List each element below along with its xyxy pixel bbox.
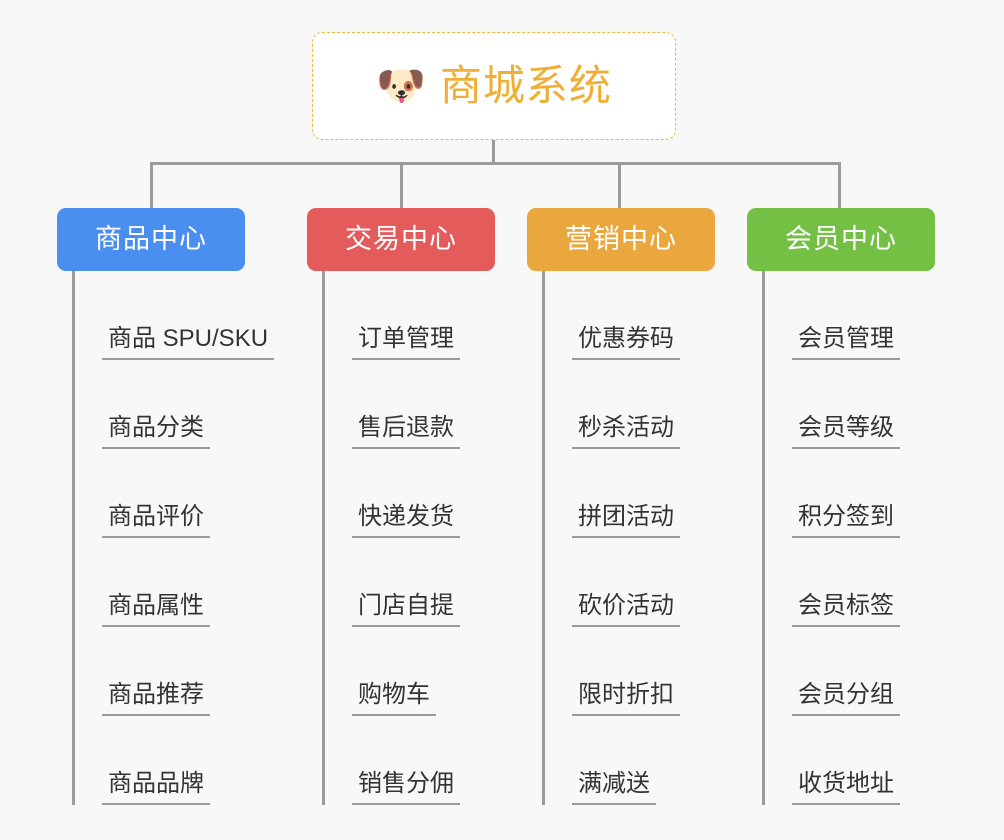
leaf-item[interactable]: 拼团活动: [542, 449, 715, 538]
category-header-label: 交易中心: [345, 224, 457, 254]
leaf-item-label: 收货地址: [798, 769, 894, 797]
leaf-item-label: 会员等级: [798, 413, 894, 441]
leaf-item[interactable]: 会员等级: [762, 360, 935, 449]
leaf-item[interactable]: 门店自提: [322, 538, 495, 627]
leaf-item[interactable]: 会员分组: [762, 627, 935, 716]
connector-drop-3: [618, 162, 621, 208]
category-header-trade-center[interactable]: 交易中心: [307, 208, 495, 271]
connector-horizontal-bar: [150, 162, 840, 165]
leaf-item[interactable]: 限时折扣: [542, 627, 715, 716]
leaf-item-label: 会员分组: [798, 680, 894, 708]
category-header-product-center[interactable]: 商品中心: [57, 208, 245, 271]
branch-column-marketing-center: 营销中心 优惠券码 秒杀活动 拼团活动 砍价活动 限时折扣 满减送: [527, 208, 715, 805]
leaf-item-label: 限时折扣: [578, 680, 674, 708]
leaf-item-label: 积分签到: [798, 502, 894, 530]
leaf-group-trade-center: 订单管理 售后退款 快递发货 门店自提 购物车 销售分佣: [322, 271, 495, 805]
leaf-item[interactable]: 快递发货: [322, 449, 495, 538]
leaf-item[interactable]: 销售分佣: [322, 716, 495, 805]
leaf-item-label: 门店自提: [358, 591, 454, 619]
connector-spine: [542, 271, 545, 805]
leaf-item[interactable]: 会员管理: [762, 271, 935, 360]
leaf-item-label: 商品品牌: [108, 769, 204, 797]
leaf-item[interactable]: 商品推荐: [72, 627, 245, 716]
leaf-item[interactable]: 砍价活动: [542, 538, 715, 627]
leaf-item[interactable]: 订单管理: [322, 271, 495, 360]
connector-spine: [322, 271, 325, 805]
branch-column-trade-center: 交易中心 订单管理 售后退款 快递发货 门店自提 购物车 销售分佣: [307, 208, 495, 805]
category-header-label: 营销中心: [565, 224, 677, 254]
connector-drop-2: [400, 162, 403, 208]
leaf-item-label: 商品 SPU/SKU: [108, 324, 269, 352]
leaf-item[interactable]: 收货地址: [762, 716, 935, 805]
leaf-item[interactable]: 积分签到: [762, 449, 935, 538]
leaf-group-marketing-center: 优惠券码 秒杀活动 拼团活动 砍价活动 限时折扣 满减送: [542, 271, 715, 805]
leaf-item[interactable]: 商品 SPU/SKU: [72, 271, 275, 360]
leaf-item-label: 购物车: [358, 680, 430, 708]
leaf-item-label: 会员管理: [798, 324, 894, 352]
leaf-item-label: 拼团活动: [578, 502, 674, 530]
category-header-marketing-center[interactable]: 营销中心: [527, 208, 715, 271]
root-node-title: 商城系统: [439, 62, 612, 109]
root-node-shop-system[interactable]: 🐶 商城系统: [312, 32, 676, 140]
leaf-item-label: 销售分佣: [358, 769, 454, 797]
leaf-item-label: 满减送: [578, 769, 650, 797]
connector-root-stem: [492, 140, 495, 164]
leaf-item[interactable]: 会员标签: [762, 538, 935, 627]
leaf-item-label: 商品属性: [108, 591, 204, 619]
leaf-item-label: 商品分类: [108, 413, 204, 441]
leaf-item-label: 秒杀活动: [578, 413, 674, 441]
leaf-item[interactable]: 优惠券码: [542, 271, 715, 360]
leaf-group-product-center: 商品 SPU/SKU 商品分类 商品评价 商品属性 商品推荐 商品品牌: [72, 271, 275, 805]
branch-column-member-center: 会员中心 会员管理 会员等级 积分签到 会员标签 会员分组 收货地址: [747, 208, 935, 805]
category-header-label: 商品中心: [95, 224, 207, 254]
branch-column-product-center: 商品中心 商品 SPU/SKU 商品分类 商品评价 商品属性 商品推荐 商品品牌: [57, 208, 275, 805]
leaf-item-label: 优惠券码: [578, 324, 674, 352]
leaf-item-label: 商品评价: [108, 502, 204, 530]
connector-drop-1: [150, 162, 153, 208]
leaf-item[interactable]: 商品评价: [72, 449, 245, 538]
shiba-dog-icon: 🐶: [376, 64, 426, 108]
connector-spine: [762, 271, 765, 805]
connector-spine: [72, 271, 75, 805]
leaf-item-label: 会员标签: [798, 591, 894, 619]
leaf-item-label: 砍价活动: [578, 591, 674, 619]
category-header-label: 会员中心: [785, 224, 897, 254]
leaf-item-label: 商品推荐: [108, 680, 204, 708]
leaf-item[interactable]: 商品属性: [72, 538, 245, 627]
leaf-item-label: 售后退款: [358, 413, 454, 441]
leaf-group-member-center: 会员管理 会员等级 积分签到 会员标签 会员分组 收货地址: [762, 271, 935, 805]
leaf-item[interactable]: 满减送: [542, 716, 715, 805]
leaf-item[interactable]: 秒杀活动: [542, 360, 715, 449]
category-header-member-center[interactable]: 会员中心: [747, 208, 935, 271]
leaf-item[interactable]: 购物车: [322, 627, 495, 716]
leaf-item[interactable]: 商品分类: [72, 360, 245, 449]
leaf-item-label: 订单管理: [358, 324, 454, 352]
leaf-item[interactable]: 商品品牌: [72, 716, 245, 805]
leaf-item-label: 快递发货: [358, 502, 454, 530]
leaf-item[interactable]: 售后退款: [322, 360, 495, 449]
connector-drop-4: [838, 162, 841, 208]
